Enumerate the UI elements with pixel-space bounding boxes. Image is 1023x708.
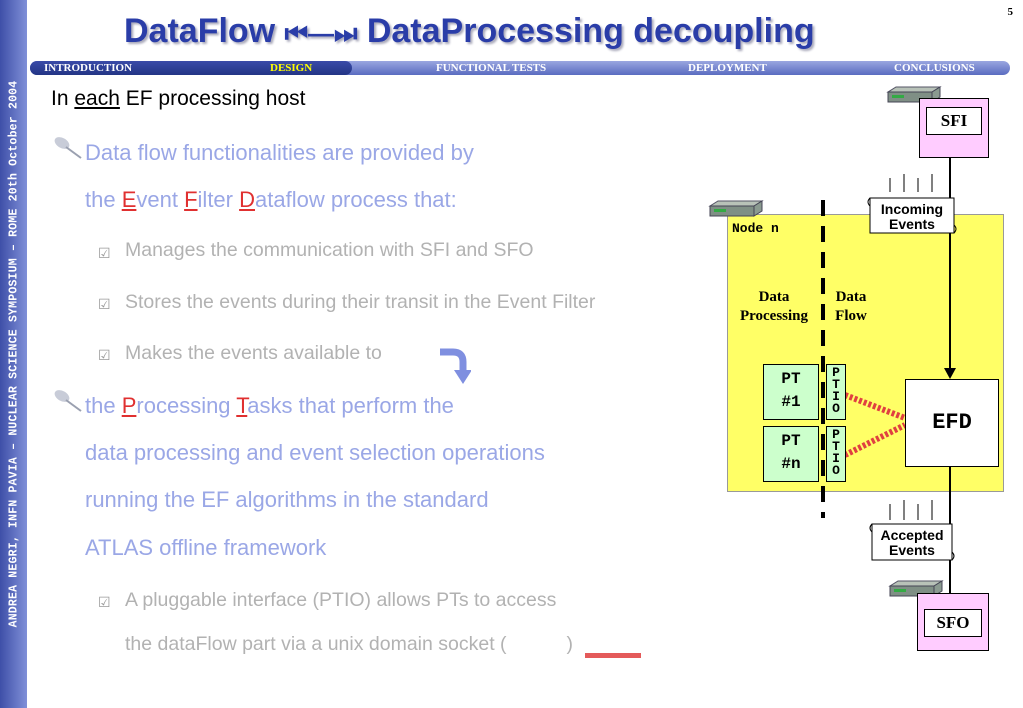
slide-title: DataFlow ⏮—⏭ DataProcessing decoupling xyxy=(124,12,815,51)
sidebar: ANDREA NEGRI, INFN PAVIA – NUCLEAR SCIEN… xyxy=(0,0,27,708)
server-icon xyxy=(708,200,764,217)
b1-letter-d: D xyxy=(239,187,255,212)
section-navbar: INTRODUCTION DESIGN FUNCTIONAL TESTS DEP… xyxy=(30,61,1010,75)
lead-prefix: In xyxy=(51,87,75,110)
bullet2-line1: the Processing Tasks that perform the xyxy=(85,393,454,419)
b1-ilter: ilter xyxy=(197,187,240,212)
b1-pre: the xyxy=(85,187,122,212)
bullet2-line4: ATLAS offline framework xyxy=(85,535,327,560)
sub4-post: ) xyxy=(566,633,574,655)
b1-vent: vent xyxy=(136,187,185,212)
curved-arrow-icon xyxy=(440,348,471,384)
efd-box: EFD xyxy=(905,379,999,467)
nav-deployment[interactable]: DEPLOYMENT xyxy=(688,62,767,74)
nav-design[interactable]: DESIGN xyxy=(270,62,313,74)
title-arrow-icon: ⏮—⏭ xyxy=(284,18,358,48)
b2-rocessing: rocessing xyxy=(136,393,237,418)
page-number: 5 xyxy=(1007,6,1014,18)
node-label: Node n xyxy=(732,221,779,236)
server-icon xyxy=(888,580,944,597)
sub-item-4-line2: the dataFlow part via a unix domain sock… xyxy=(125,633,573,656)
bullet2-line3: running the EF algorithms in the standar… xyxy=(85,487,489,512)
nav-conclusions[interactable]: CONCLUSIONS xyxy=(894,62,975,74)
lead-underlined: each xyxy=(74,87,120,110)
checkbox-icon: ☑ xyxy=(98,296,111,312)
b2-letter-p: P xyxy=(121,393,137,418)
checkbox-icon: ☑ xyxy=(98,245,111,261)
sfi-box: SFI xyxy=(919,98,989,158)
data-processing-label: Data Processing xyxy=(739,289,809,324)
b2-pre: the xyxy=(85,393,122,418)
nav-introduction[interactable]: INTRODUCTION xyxy=(44,62,133,74)
lead-suffix: EF processing host xyxy=(119,87,306,110)
server-icon xyxy=(886,86,942,103)
sub-item-2: Stores the events during their transit i… xyxy=(125,291,596,313)
pushpin-icon xyxy=(54,137,82,159)
pushpin-icon xyxy=(54,390,82,412)
bullet1-line2: the Event Filter Dataflow process that: xyxy=(85,187,457,213)
checkbox-icon: ☑ xyxy=(98,347,111,363)
checkbox-icon: ☑ xyxy=(98,594,111,610)
sfi-label: SFI xyxy=(926,107,982,135)
data-flow-label: Data Flow xyxy=(835,289,867,324)
nav-functional-tests[interactable]: FUNCTIONAL TESTS xyxy=(436,62,547,74)
ptn-box: PT #n xyxy=(763,426,819,482)
pt1-box: PT #1 xyxy=(763,364,819,420)
ptio-n: P T I O xyxy=(826,426,846,482)
ptio-1: P T I O xyxy=(826,364,846,420)
sfo-box: SFO xyxy=(917,593,989,651)
navbar-active-segment xyxy=(30,61,352,75)
accepted-events-label: Accepted Events xyxy=(880,527,944,558)
sub4-pre: the dataFlow part via a unix domain sock… xyxy=(125,633,507,655)
incoming-events-label: Incoming Events xyxy=(880,201,944,232)
sub-item-1: Manages the communication with SFI and S… xyxy=(125,239,534,261)
b1-letter-f: F xyxy=(184,187,198,212)
socket-link-swatch xyxy=(585,653,641,658)
b1-letter-e: E xyxy=(121,187,137,212)
title-part1: DataFlow xyxy=(124,12,276,50)
sfo-label: SFO xyxy=(924,609,982,637)
title-part2: DataProcessing decoupling xyxy=(366,12,815,50)
b2-rest: asks that perform the xyxy=(247,393,454,418)
lead-line: In each EF processing host xyxy=(51,87,306,111)
sub-item-3: Makes the events available to xyxy=(125,342,382,364)
bullet2-line2: data processing and event selection oper… xyxy=(85,440,545,465)
sub-item-4-line1: A pluggable interface (PTIO) allows PTs … xyxy=(125,589,557,611)
b1-rest: ataflow process that: xyxy=(255,187,457,212)
bullet1-line1: Data flow functionalities are provided b… xyxy=(85,140,474,165)
b2-letter-t: T xyxy=(236,393,248,418)
